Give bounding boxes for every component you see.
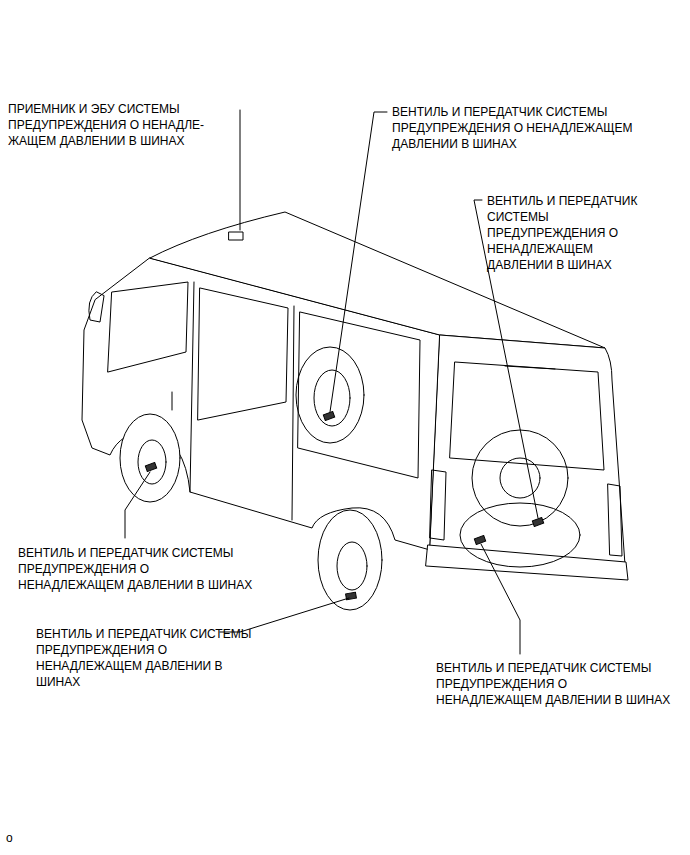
rear-wheel <box>318 510 382 610</box>
front-door-window <box>108 282 188 372</box>
rear-lamp <box>505 366 555 369</box>
leader-line <box>330 112 387 412</box>
spare-tyre <box>472 430 568 526</box>
tyre-outline <box>296 347 364 443</box>
part-label: ВЕНТИЛЬ И ПЕРЕДАТЧИК СИСТЕМЫ ПРЕДУПРЕЖДЕ… <box>392 104 677 152</box>
valve-transmitter <box>145 462 156 471</box>
leader-line <box>240 110 241 230</box>
tail-lamp <box>608 484 622 556</box>
part-label: ПРИЕМНИК И ЭБУ СИСТЕМЫ ПРЕДУПРЕЖДЕНИЯ О … <box>8 101 234 149</box>
side-window <box>198 288 288 420</box>
valve-transmitter <box>474 535 485 544</box>
leader-line <box>220 598 349 632</box>
part-label: ВЕНТИЛЬ И ПЕРЕДАТЧИК СИСТЕМЫ ПРЕДУПРЕЖДЕ… <box>36 626 256 690</box>
side-window <box>298 312 420 478</box>
rear-wheel-rim <box>337 542 367 590</box>
rear-window <box>450 362 604 470</box>
mirror <box>89 292 104 322</box>
valve-transmitter <box>532 517 543 526</box>
door-handle <box>172 392 173 410</box>
leader-line <box>481 544 520 654</box>
valve-transmitter <box>323 411 334 420</box>
van-rear <box>430 335 625 565</box>
part-label: ВЕНТИЛЬ И ПЕРЕДАТЧИК СИСТЕМЫ ПРЕДУПРЕЖДЕ… <box>487 193 639 273</box>
front-wheel <box>120 414 180 502</box>
front-wheel-rim <box>138 440 166 484</box>
tail-lamp <box>430 470 446 540</box>
door-line <box>190 282 194 492</box>
part-label: ВЕНТИЛЬ И ПЕРЕДАТЧИК СИСТЕМЫ ПРЕДУПРЕЖДЕ… <box>18 545 258 593</box>
tyre-outline <box>460 503 580 567</box>
rear-bumper <box>426 545 628 580</box>
leader-line <box>125 472 150 538</box>
receiver-ecu <box>229 232 243 240</box>
part-label: ВЕНТИЛЬ И ПЕРЕДАТЧИК СИСТЕМЫ ПРЕДУПРЕЖДЕ… <box>436 660 676 708</box>
door-line <box>292 306 294 520</box>
spare-tyre-hub <box>500 458 540 498</box>
figure-number: o <box>6 830 46 846</box>
